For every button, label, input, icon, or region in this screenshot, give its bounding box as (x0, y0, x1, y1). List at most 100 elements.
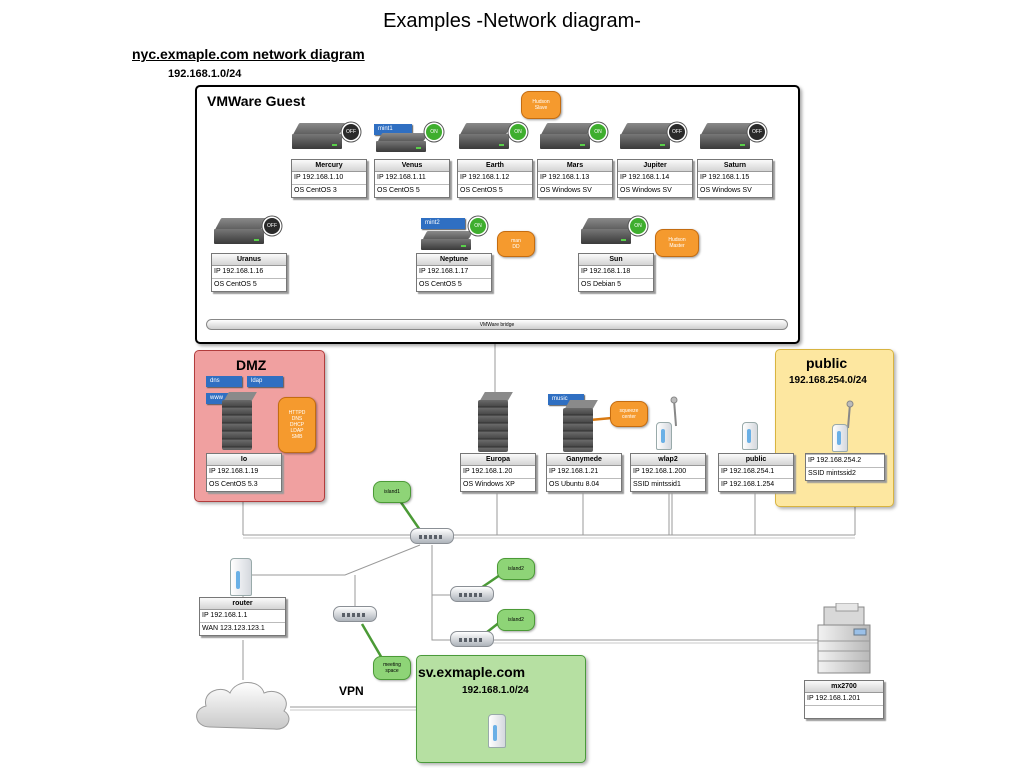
uranus-status-badge: OFF (264, 218, 280, 234)
neptune-name: Neptune (417, 254, 491, 266)
sv-server-icon (488, 712, 508, 748)
island2b-bubble: island2 (497, 609, 535, 631)
jupiter-ip: IP 192.168.1.14 (618, 172, 692, 185)
sun-callout: Hudson Master (655, 229, 699, 257)
europa-card: Europa IP 192.168.1.20 OS Windows XP (460, 453, 536, 492)
page-title: Examples -Network diagram- (383, 10, 641, 32)
neptune-callout: man DD (497, 231, 535, 257)
saturn-card: Saturn IP 192.168.1.15 OS Windows SV (697, 159, 773, 198)
sv-title: sv.exmaple.com (418, 664, 526, 680)
island1-bubble: island1 (373, 481, 411, 503)
sun-status-badge: ON (630, 218, 646, 234)
neptune-tag: mint2 (421, 218, 465, 229)
neptune-card: Neptune IP 192.168.1.17 OS CentOS 5 (416, 253, 492, 292)
earth-os: OS CentOS 5 (460, 187, 503, 194)
ganymede-server-icon (563, 400, 598, 452)
venus-os: OS CentOS 5 (377, 187, 420, 194)
neptune-status-badge: ON (470, 218, 486, 234)
mars-ip: IP 192.168.1.13 (538, 172, 612, 185)
saturn-name: Saturn (698, 160, 772, 172)
ganymede-callout: squeeze center (610, 401, 648, 427)
vmware-bridge: VMWare bridge (206, 319, 788, 330)
diagram-subnet: 192.168.1.0/24 (168, 68, 242, 80)
venus-card: Venus IP 192.168.1.11 OS CentOS 5 (374, 159, 450, 198)
island2a-switch-icon (450, 586, 494, 602)
neptune-ip: IP 192.168.1.17 (417, 266, 491, 279)
europa-ip: IP 192.168.1.20 (461, 466, 535, 479)
island1-switch-icon (410, 528, 454, 544)
ganymede-tag: music (548, 394, 584, 405)
public-zone-subnet: 192.168.254.0/24 (789, 375, 867, 386)
public-ap-icon (742, 416, 762, 450)
jupiter-os: OS Windows SV (620, 187, 672, 194)
neptune-server-icon (421, 221, 474, 253)
router-ip: IP 192.168.1.1 (200, 610, 285, 623)
dmz-tag-ldap: ldap (247, 376, 283, 387)
neptune-os: OS CentOS 5 (419, 281, 462, 288)
vmware-guest-title: VMWare Guest (207, 93, 306, 109)
public-ap-card: public IP 192.168.254.1 IP 192.168.1.254 (718, 453, 794, 492)
public-zone-ssid: SSID mintssid2 (808, 470, 856, 477)
jupiter-server-icon (620, 121, 674, 153)
wlap2-card: wlap2 IP 192.168.1.200 SSID mintssid1 (630, 453, 706, 492)
mars-callout: Hudson Slave (521, 91, 561, 119)
sun-card: Sun IP 192.168.1.18 OS Debian 5 (578, 253, 654, 292)
printer-blank-row (805, 706, 883, 718)
io-name: Io (207, 454, 281, 466)
public-ap-ip2: IP 192.168.1.254 (721, 481, 775, 488)
venus-server-icon (376, 123, 429, 155)
router-name: router (200, 598, 285, 610)
mercury-status-badge: OFF (343, 124, 359, 140)
public-ap-name: public (719, 454, 793, 466)
internet-cloud-icon (196, 682, 290, 730)
io-ip: IP 192.168.1.19 (207, 466, 281, 479)
ganymede-os: OS Ubuntu 8.04 (549, 481, 600, 488)
island2b-switch-icon (450, 631, 494, 647)
sun-os: OS Debian 5 (581, 281, 622, 288)
europa-os: OS Windows XP (463, 481, 515, 488)
island2a-bubble: island2 (497, 558, 535, 580)
earth-ip: IP 192.168.1.12 (458, 172, 532, 185)
uranus-name: Uranus (212, 254, 286, 266)
dmz-tag-dns: dns (206, 376, 242, 387)
saturn-os: OS Windows SV (700, 187, 752, 194)
meeting-space-bubble: meeting space (373, 656, 411, 680)
uranus-ip: IP 192.168.1.16 (212, 266, 286, 279)
mercury-card: Mercury IP 192.168.1.10 OS CentOS 3 (291, 159, 367, 198)
printer-ip: IP 192.168.1.201 (805, 693, 883, 706)
public-zone-title: public (806, 355, 848, 371)
printer-card: mx2700 IP 192.168.1.201 (804, 680, 884, 719)
europa-server-icon (478, 392, 513, 452)
uranus-os: OS CentOS 5 (214, 281, 257, 288)
mercury-name: Mercury (292, 160, 366, 172)
mars-os: OS Windows SV (540, 187, 592, 194)
mars-status-badge: ON (590, 124, 606, 140)
router-card: router IP 192.168.1.1 WAN 123.123.123.1 (199, 597, 286, 636)
jupiter-name: Jupiter (618, 160, 692, 172)
vpn-label: VPN (339, 684, 364, 698)
public-zone-ip: IP 192.168.254.2 (806, 454, 884, 468)
wlap2-ip: IP 192.168.1.200 (631, 466, 705, 479)
sun-server-icon (581, 216, 635, 248)
wlap2-name: wlap2 (631, 454, 705, 466)
earth-card: Earth IP 192.168.1.12 OS CentOS 5 (457, 159, 533, 198)
public-zone-card: IP 192.168.254.2 SSID mintssid2 (805, 453, 885, 481)
io-server-icon (222, 392, 257, 450)
mars-card: Mars IP 192.168.1.13 OS Windows SV (537, 159, 613, 198)
mars-name: Mars (538, 160, 612, 172)
io-os: OS CentOS 5.3 (209, 481, 258, 488)
uranus-card: Uranus IP 192.168.1.16 OS CentOS 5 (211, 253, 287, 292)
sun-ip: IP 192.168.1.18 (579, 266, 653, 279)
saturn-ip: IP 192.168.1.15 (698, 172, 772, 185)
mercury-server-icon (292, 121, 346, 153)
io-card: Io IP 192.168.1.19 OS CentOS 5.3 (206, 453, 282, 492)
venus-status-badge: ON (426, 124, 442, 140)
router-wan: WAN 123.123.123.1 (202, 625, 265, 632)
wlap2-ap-icon (652, 396, 686, 450)
earth-server-icon (459, 121, 513, 153)
wlap2-ssid: SSID mintssid1 (633, 481, 681, 488)
sv-subnet: 192.168.1.0/24 (462, 685, 529, 696)
dmz-title: DMZ (236, 357, 267, 373)
venus-ip: IP 192.168.1.11 (375, 172, 449, 185)
public-zone-ap-icon (828, 398, 862, 452)
